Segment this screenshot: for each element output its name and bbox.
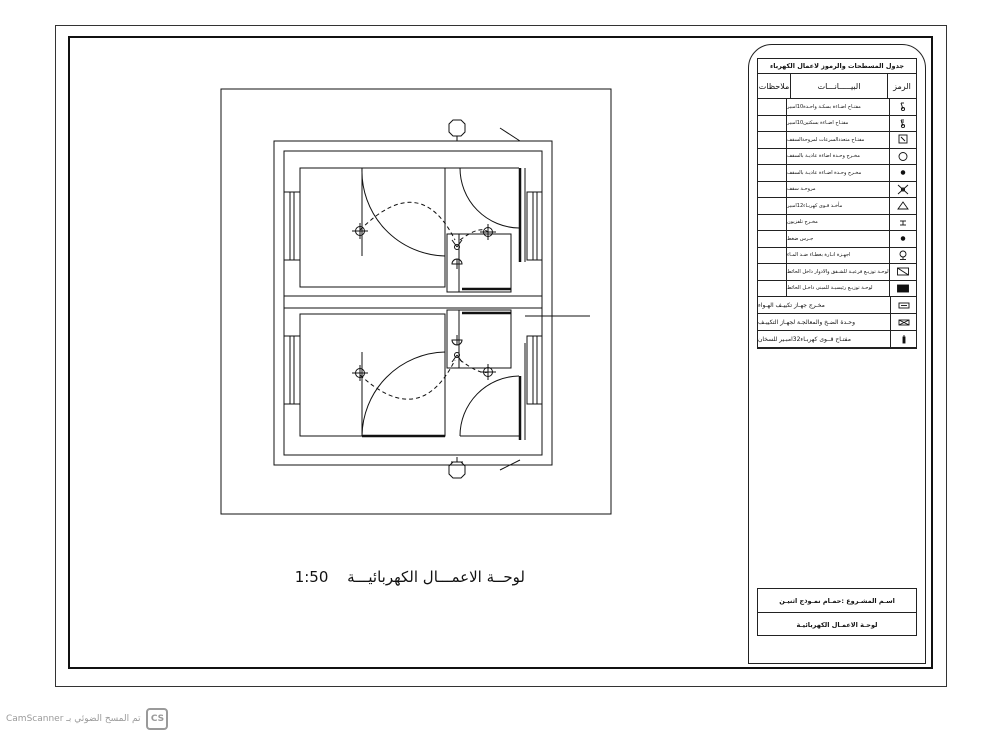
double-switch-icon — [888, 115, 916, 131]
window-right-upper — [526, 191, 543, 261]
legend-row-description: مخـرج وحـدة اضاءة عاديـة بالسقف — [785, 148, 889, 164]
legend-row: مخـرج جهـاز تكييـف الهـواء — [758, 297, 916, 314]
legend-row: لوحـة توزيـع رئيسيـة للمبنى داخـل الحائط — [758, 280, 916, 297]
legend-row-description: مفتـاح اضـاءة بسكتين10امبير — [785, 115, 889, 131]
legend-header-notes: ملاحظات — [758, 81, 790, 91]
ac-outlet-icon — [890, 297, 916, 313]
camscanner-logo-icon: CS — [146, 708, 169, 730]
window-left-lower — [283, 335, 301, 405]
legend-row-description: اجهـزة انـارة بغطـاء ضـد المـاء — [785, 247, 889, 263]
ceiling-light-icon — [480, 224, 496, 240]
legend-row-description: مخـرج جهـاز تكييـف الهـواء — [758, 301, 825, 309]
drawing-caption: لوحــة الاعمـــال الكهربائيـــة 1:50 — [285, 568, 525, 586]
socket-icon — [451, 335, 463, 346]
legend-row-description: مفتـاح متعددالسرعات لمروحةالسقف — [785, 132, 889, 148]
legend-row-description: لوحـة توزيـع فرعيـة للشـقق والادوار داخل… — [785, 264, 889, 280]
drawing-title: لوحــة الاعمـــال الكهربائيـــة — [347, 568, 525, 586]
main-distribution-board-icon — [888, 280, 916, 296]
legend-row: مخـرج وحـدة اضـاءة عاديـة بالسقف — [758, 165, 916, 182]
legend-row-notes — [758, 281, 786, 297]
legend-row-notes — [758, 182, 786, 198]
ceiling-light-icon — [352, 223, 368, 239]
legend-title: جدول المسطحات والرموز لاعمال الكهرباء — [758, 59, 916, 74]
legend-row-notes — [758, 116, 786, 132]
legend-row-notes — [758, 165, 786, 181]
ceiling-light-dot-icon — [888, 165, 916, 181]
socket-12a-icon — [888, 198, 916, 214]
legend-row-description: وحـدة الضـخ والمعالجـة لجهـاز التكييـف — [758, 318, 856, 326]
legend-row: مفتـاح متعددالسرعات لمروحةالسقف — [758, 132, 916, 149]
window-right-lower — [526, 335, 543, 405]
legend-row-notes — [758, 264, 786, 280]
legend-row-notes — [758, 132, 786, 148]
legend-row-description: جـرس ضغط — [785, 231, 889, 247]
legend-row: اجهـزة انـارة بغطـاء ضـد المـاء — [758, 247, 916, 264]
legend-row-notes — [758, 248, 786, 264]
drawing-frame — [68, 36, 933, 669]
upper-bathroom — [299, 167, 526, 293]
ac-pump-unit-icon — [890, 314, 916, 330]
legend-row-description: مروحـة سقف — [785, 181, 889, 197]
legend-row: وحـدة الضـخ والمعالجـة لجهـاز التكييـف — [758, 314, 916, 331]
legend-header-row: ملاحظات البيـــــانـــات الرمز — [758, 74, 916, 99]
switch-icon — [451, 352, 463, 363]
entrance-light-icon — [888, 247, 916, 263]
legend-panel — [748, 44, 926, 664]
tv-outlet-icon — [888, 214, 916, 230]
legend-row: مأخـذ قـوى كهربـاء12امبير — [758, 198, 916, 215]
outer-wall — [273, 140, 553, 466]
legend-row-notes — [758, 149, 786, 165]
scanner-footer: CS تم المسح الضوئي بـ CamScanner — [6, 708, 169, 730]
legend-header-symbol: الرمز — [887, 74, 916, 98]
ceiling-fan-icon — [888, 181, 916, 197]
single-switch-icon — [888, 99, 916, 115]
heater-switch-icon — [890, 331, 916, 347]
legend-row-description: مفتـاح اضـاءة بسكـة واحـدة10امبير — [785, 99, 889, 115]
sheet-name: لوحـة الاعمـال الكهربائيـة — [758, 612, 916, 636]
ceiling-light-icon — [480, 364, 496, 380]
inner-wall — [283, 150, 543, 456]
ceiling-light-circle-icon — [888, 148, 916, 164]
legend-row-description: مخـرج وحـدة اضـاءة عاديـة بالسقف — [785, 165, 889, 181]
legend-table: جدول المسطحات والرموز لاعمال الكهرباء مل… — [757, 58, 917, 349]
multi-switch-icon — [888, 132, 916, 148]
entrance-light-bottom-icon — [448, 457, 521, 479]
lower-bathroom — [299, 309, 526, 440]
socket-icon — [451, 258, 463, 269]
title-block: اسـم المشـروع :حمـام نمـوذج اثنيـن لوحـة… — [757, 588, 917, 636]
legend-row: مفتـاح قــوى كهربـاء32امبـير للسخان — [758, 331, 916, 348]
legend-row: مفتـاح اضـاءة بسكتين10امبير — [758, 115, 916, 132]
legend-row-notes — [758, 215, 786, 231]
legend-row: مخـرج وحـدة اضاءة عاديـة بالسقف — [758, 148, 916, 165]
sub-distribution-board-icon — [888, 264, 916, 280]
window-left-upper — [283, 191, 301, 261]
legend-row: مروحـة سقف — [758, 181, 916, 198]
drawing-scale: 1:50 — [294, 568, 329, 586]
legend-row-notes — [758, 198, 786, 214]
camscanner-watermark: تم المسح الضوئي بـ CamScanner — [6, 714, 141, 724]
legend-row-notes — [758, 99, 786, 115]
project-name: اسـم المشـروع :حمـام نمـوذج اثنيـن — [779, 596, 895, 605]
legend-row-description: لوحـة توزيـع رئيسيـة للمبنى داخـل الحائط — [785, 280, 889, 296]
drawing-sheet — [55, 25, 947, 687]
legend-row: جـرس ضغط — [758, 231, 916, 248]
bell-push-icon — [888, 231, 916, 247]
legend-row-description: مأخـذ قـوى كهربـاء12امبير — [785, 198, 889, 214]
entrance-light-top-icon — [448, 119, 521, 142]
plan-boundary — [220, 88, 612, 515]
legend-row-notes — [758, 231, 786, 247]
legend-row: مفتـاح اضـاءة بسكـة واحـدة10امبير — [758, 99, 916, 116]
legend-row-description: مفتـاح قــوى كهربـاء32امبـير للسخان — [758, 335, 851, 343]
legend-row: مخـرج تلفزيون — [758, 214, 916, 231]
switch-icon — [451, 239, 463, 250]
legend-row-description: مخـرج تلفزيون — [785, 214, 889, 230]
legend-header-description: البيـــــانـــات — [790, 74, 887, 98]
legend-row: لوحـة توزيـع فرعيـة للشـقق والادوار داخل… — [758, 264, 916, 281]
ceiling-light-icon — [352, 365, 368, 381]
